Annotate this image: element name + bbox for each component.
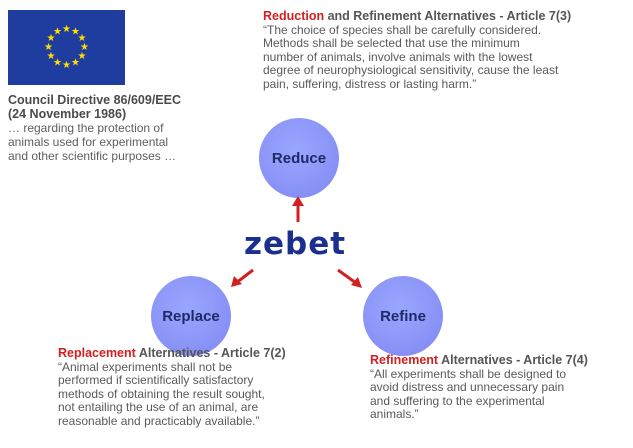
reduction-line-4: degree of neurophysiological sensitivity… xyxy=(263,63,559,77)
refinement-article: Refinement Alternatives - Article 7(4) “… xyxy=(370,353,633,422)
replacement-line-4: not entailing the use of an animal, are xyxy=(58,400,259,414)
directive-title: Council Directive 86/609/EEC xyxy=(8,93,181,107)
svg-text:★: ★ xyxy=(80,42,89,53)
svg-text:★: ★ xyxy=(71,27,80,38)
replacement-article: Replacement Alternatives - Article 7(2) … xyxy=(58,346,358,428)
refinement-line-4: animals.” xyxy=(370,407,419,421)
reduction-line-3: number of animals, involve animals with … xyxy=(263,49,533,64)
arrow-down-left-icon xyxy=(231,268,254,287)
zebet-logo: zebet xyxy=(243,226,347,262)
replacement-line-5: reasonable and practicably available.” xyxy=(58,413,260,428)
refinement-heading-rest: Alternatives - Article 7(4) xyxy=(438,353,588,367)
directive-desc-2: animals used for experimental xyxy=(8,135,169,149)
svg-text:★: ★ xyxy=(78,33,87,44)
svg-text:★: ★ xyxy=(44,42,53,53)
arrow-up-icon xyxy=(292,196,304,222)
directive-desc-3: and other scientific purposes … xyxy=(8,149,177,163)
reduction-heading: Reduction and Refinement Alternatives - … xyxy=(263,9,633,24)
reduction-keyword: Reduction xyxy=(263,9,325,23)
replacement-keyword: Replacement xyxy=(58,346,136,360)
replacement-line-1: “Animal experiments shall not be xyxy=(58,359,233,374)
reduction-line-2: Methods shall be selected that use the m… xyxy=(263,36,520,50)
svg-text:★: ★ xyxy=(47,51,56,62)
svg-text:★: ★ xyxy=(53,58,62,69)
svg-text:★: ★ xyxy=(62,24,71,35)
replacement-line-3: methods of obtaining the result sought, xyxy=(58,386,265,401)
reduction-article: Reduction and Refinement Alternatives - … xyxy=(263,9,633,91)
refinement-keyword: Refinement xyxy=(370,353,439,367)
eu-stars-icon: ★ ★ ★ ★ ★ ★ ★ ★ ★ ★ ★ ★ xyxy=(8,10,125,85)
eu-flag: ★ ★ ★ ★ ★ ★ ★ ★ ★ ★ ★ ★ xyxy=(8,10,125,85)
refinement-line-1: “All experiments shall be designed to xyxy=(370,366,567,381)
directive-block: Council Directive 86/609/EEC (24 Novembe… xyxy=(8,93,213,163)
svg-text:★: ★ xyxy=(78,51,87,62)
reduction-heading-rest: and Refinement Alternatives - Article 7(… xyxy=(324,9,572,23)
replacement-line-2: performed if scientifically satisfactory xyxy=(58,373,254,387)
reduce-node: Reduce xyxy=(259,118,339,198)
replace-node: Replace xyxy=(151,276,231,356)
replacement-heading: Replacement Alternatives - Article 7(2) xyxy=(58,346,358,361)
reduction-line-1: “The choice of species shall be carefull… xyxy=(263,22,542,37)
svg-text:★: ★ xyxy=(71,58,80,69)
replacement-heading-rest: Alternatives - Article 7(2) xyxy=(135,346,286,360)
svg-text:★: ★ xyxy=(53,27,62,38)
svg-text:★: ★ xyxy=(47,33,56,44)
refinement-line-2: avoid distress and unnecessary pain xyxy=(370,380,565,394)
svg-text:★: ★ xyxy=(62,60,71,71)
reduction-line-5: pain, suffering, distress or lasting har… xyxy=(263,76,477,91)
refinement-line-3: and suffering to the experimental xyxy=(370,393,545,408)
refine-node: Refine xyxy=(363,276,443,356)
directive-desc-1: … regarding the protection of xyxy=(8,121,164,135)
directive-date: (24 November 1986) xyxy=(8,107,127,121)
arrow-down-right-icon xyxy=(337,268,362,288)
refinement-heading: Refinement Alternatives - Article 7(4) xyxy=(370,353,633,368)
